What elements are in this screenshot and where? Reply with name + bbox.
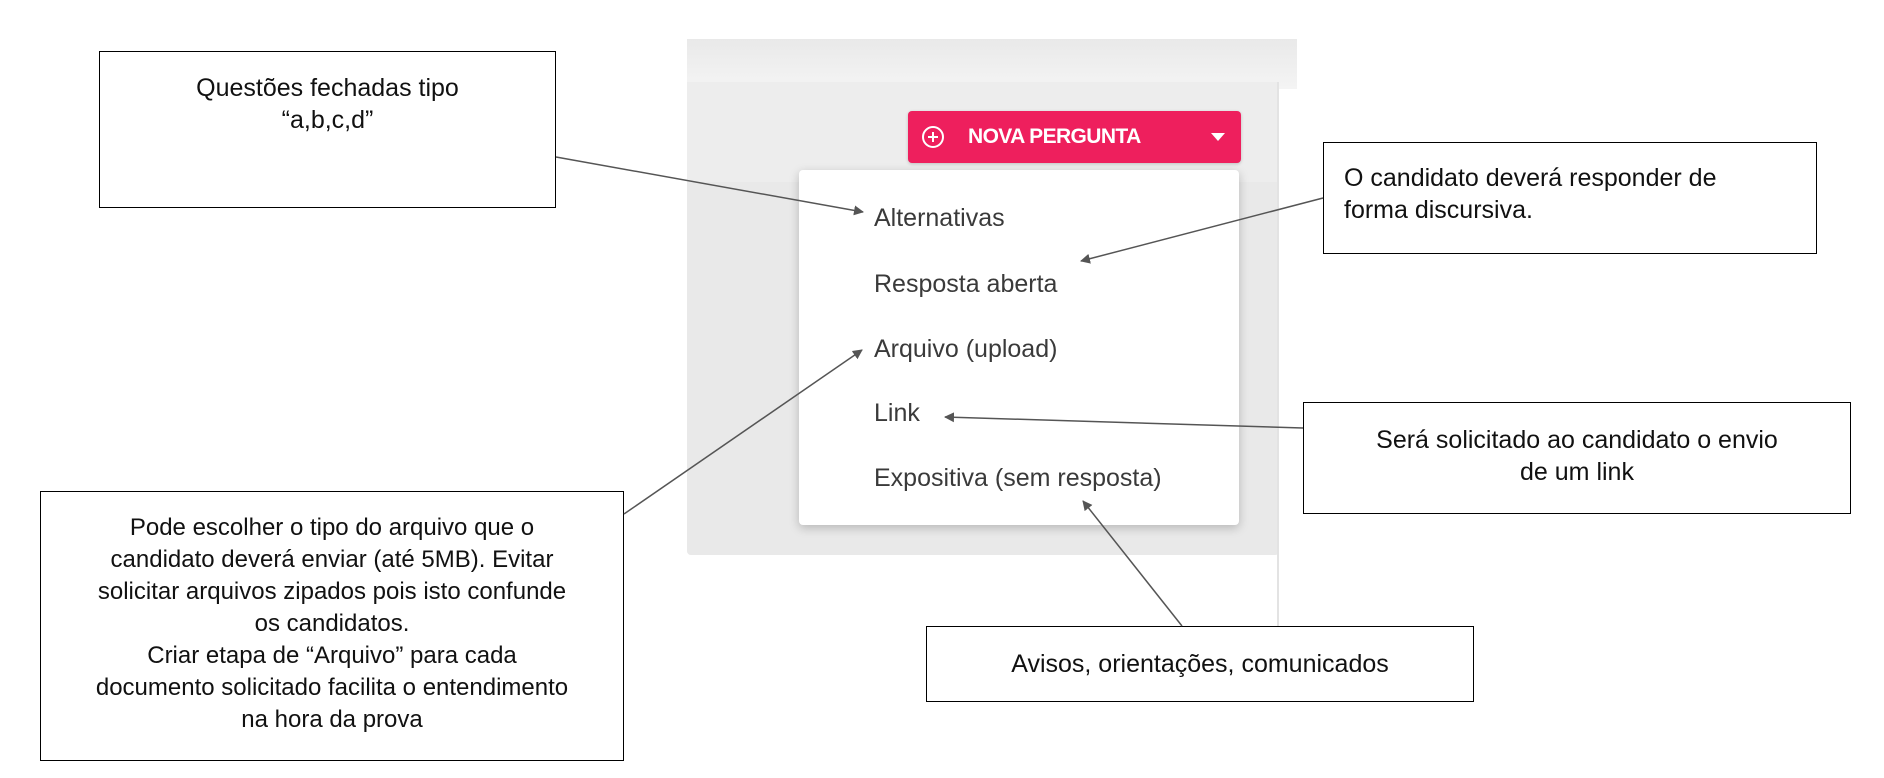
scrollbar[interactable] <box>1277 82 1279 652</box>
menu-item-arquivo[interactable]: Arquivo (upload) <box>874 335 1058 363</box>
caret-down-icon[interactable] <box>1211 133 1225 141</box>
annotation-line: os candidatos. <box>254 610 410 637</box>
annotation-resposta-aberta: O candidato deverá responder de forma di… <box>1323 142 1817 254</box>
annotation-line: “a,b,c,d” <box>281 106 374 134</box>
annotation-line: forma discursiva. <box>1344 196 1533 224</box>
plus-circle-icon <box>922 126 944 148</box>
question-type-menu: Alternativas Resposta aberta Arquivo (up… <box>799 170 1239 525</box>
annotation-link: Será solicitado ao candidato o envio de … <box>1303 402 1851 514</box>
arrow-resposta-aberta <box>1080 197 1324 264</box>
annotation-line: na hora da prova <box>241 706 423 733</box>
annotation-line: documento solicitado facilita o entendim… <box>95 674 569 701</box>
annotation-alternativas: Questões fechadas tipo “a,b,c,d” <box>99 51 556 208</box>
menu-item-link[interactable]: Link <box>874 399 920 427</box>
annotation-line: O candidato deverá responder de <box>1344 164 1717 192</box>
menu-item-resposta-aberta[interactable]: Resposta aberta <box>874 270 1058 298</box>
menu-item-expositiva[interactable]: Expositiva (sem resposta) <box>874 464 1162 492</box>
new-question-button[interactable]: NOVA PERGUNTA <box>908 111 1241 163</box>
annotation-line: de um link <box>1520 458 1634 486</box>
annotation-line: Será solicitado ao candidato o envio <box>1376 426 1778 454</box>
menu-item-alternativas[interactable]: Alternativas <box>874 204 1005 232</box>
annotation-line: Questões fechadas tipo <box>196 74 459 102</box>
arrow-link <box>944 412 1304 429</box>
annotation-line: Avisos, orientações, comunicados <box>1011 650 1389 678</box>
new-question-label: NOVA PERGUNTA <box>968 125 1141 148</box>
arrow-expositiva <box>1082 500 1183 627</box>
app-top-bar <box>687 39 1297 89</box>
annotation-line: Pode escolher o tipo do arquivo que o <box>129 514 535 541</box>
annotation-line: solicitar arquivos zipados pois isto con… <box>97 578 567 605</box>
annotation-expositiva: Avisos, orientações, comunicados <box>926 626 1474 702</box>
annotation-arquivo: Pode escolher o tipo do arquivo que o ca… <box>40 491 624 761</box>
arrow-alternativas <box>555 156 864 216</box>
arrow-arquivo <box>623 349 863 515</box>
annotation-line: Criar etapa de “Arquivo” para cada <box>147 642 517 669</box>
annotation-line: candidato deverá enviar (até 5MB). Evita… <box>110 546 554 573</box>
